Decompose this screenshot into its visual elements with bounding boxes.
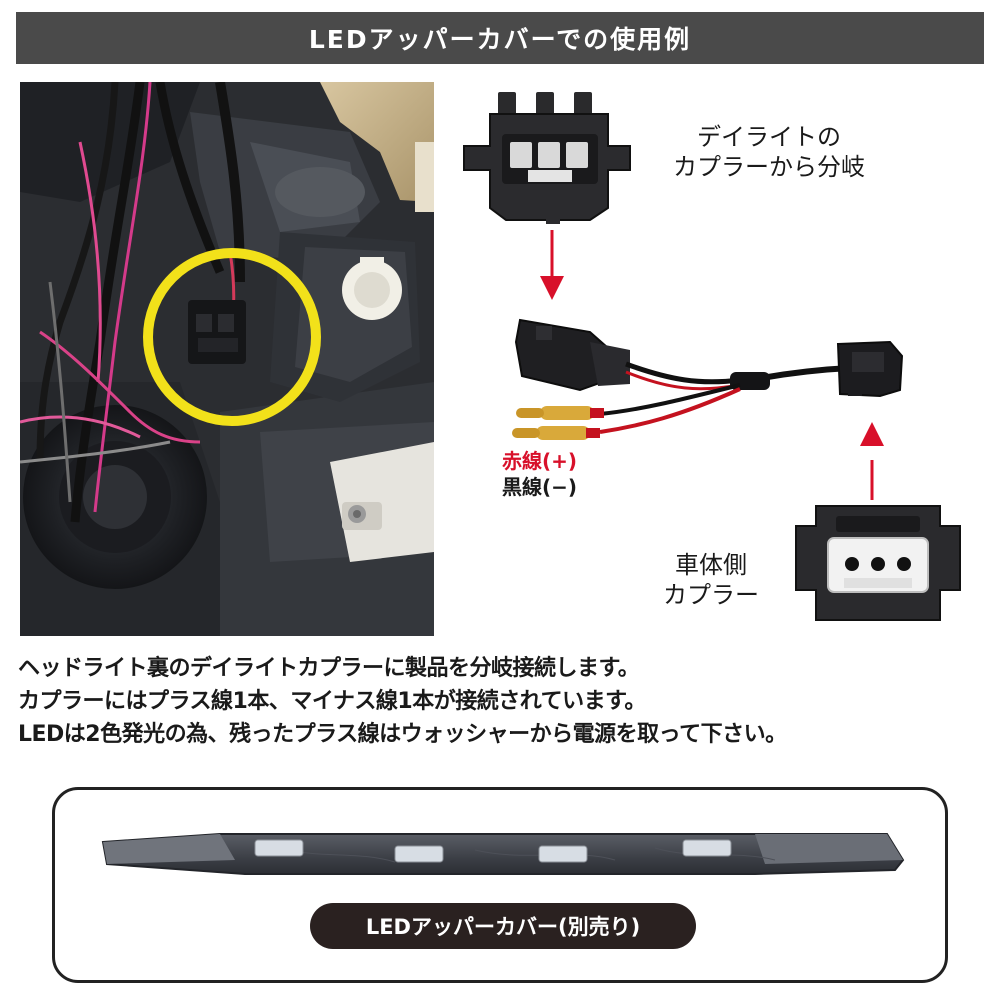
harness-icon	[512, 318, 904, 440]
wire-red-label: 赤線(+)	[502, 449, 578, 473]
page-title: LEDアッパーカバーでの使用例	[308, 25, 692, 54]
wire-legend: 赤線(+) 黒線(−)	[502, 448, 577, 500]
led-upper-cover-illustration	[101, 833, 905, 875]
daylight-coupler-icon	[463, 92, 631, 224]
product-frame: LEDアッパーカバー(別売り)	[52, 787, 948, 983]
up-arrow-icon	[860, 422, 884, 500]
daylight-coupler-label: デイライトの カプラーから分岐	[638, 122, 900, 182]
vehicle-label-line1: 車体側	[675, 551, 747, 579]
installation-description: ヘッドライト裏のデイライトカプラーに製品を分岐接続します。 カプラーにはプラス線…	[18, 652, 982, 751]
daylight-label-line1: デイライトの	[697, 123, 841, 151]
coupler-diagram: デイライトの カプラーから分岐 赤線(+) 黒線(−) 車体側 カプラー	[440, 80, 1000, 640]
product-caption: LEDアッパーカバー(別売り)	[310, 903, 696, 949]
vehicle-label-line2: カプラー	[663, 581, 759, 609]
vehicle-coupler-label: 車体側 カプラー	[646, 550, 776, 610]
description-line: カプラーにはプラス線1本、マイナス線1本が接続されています。	[18, 689, 646, 714]
down-arrow-icon	[540, 230, 564, 300]
engine-bay-photo	[20, 82, 434, 636]
highlight-circle	[143, 248, 321, 426]
description-line: LEDは2色発光の為、残ったプラス線はウォッシャーから電源を取って下さい。	[18, 722, 787, 747]
engine-bay-illustration	[20, 82, 434, 636]
coupler-diagram-graphic	[463, 92, 961, 621]
page-header: LEDアッパーカバーでの使用例	[16, 12, 984, 64]
wire-black-label: 黒線(−)	[502, 475, 578, 499]
daylight-label-line2: カプラーから分岐	[673, 153, 865, 181]
description-line: ヘッドライト裏のデイライトカプラーに製品を分岐接続します。	[18, 656, 640, 681]
vehicle-coupler-icon	[795, 505, 961, 621]
